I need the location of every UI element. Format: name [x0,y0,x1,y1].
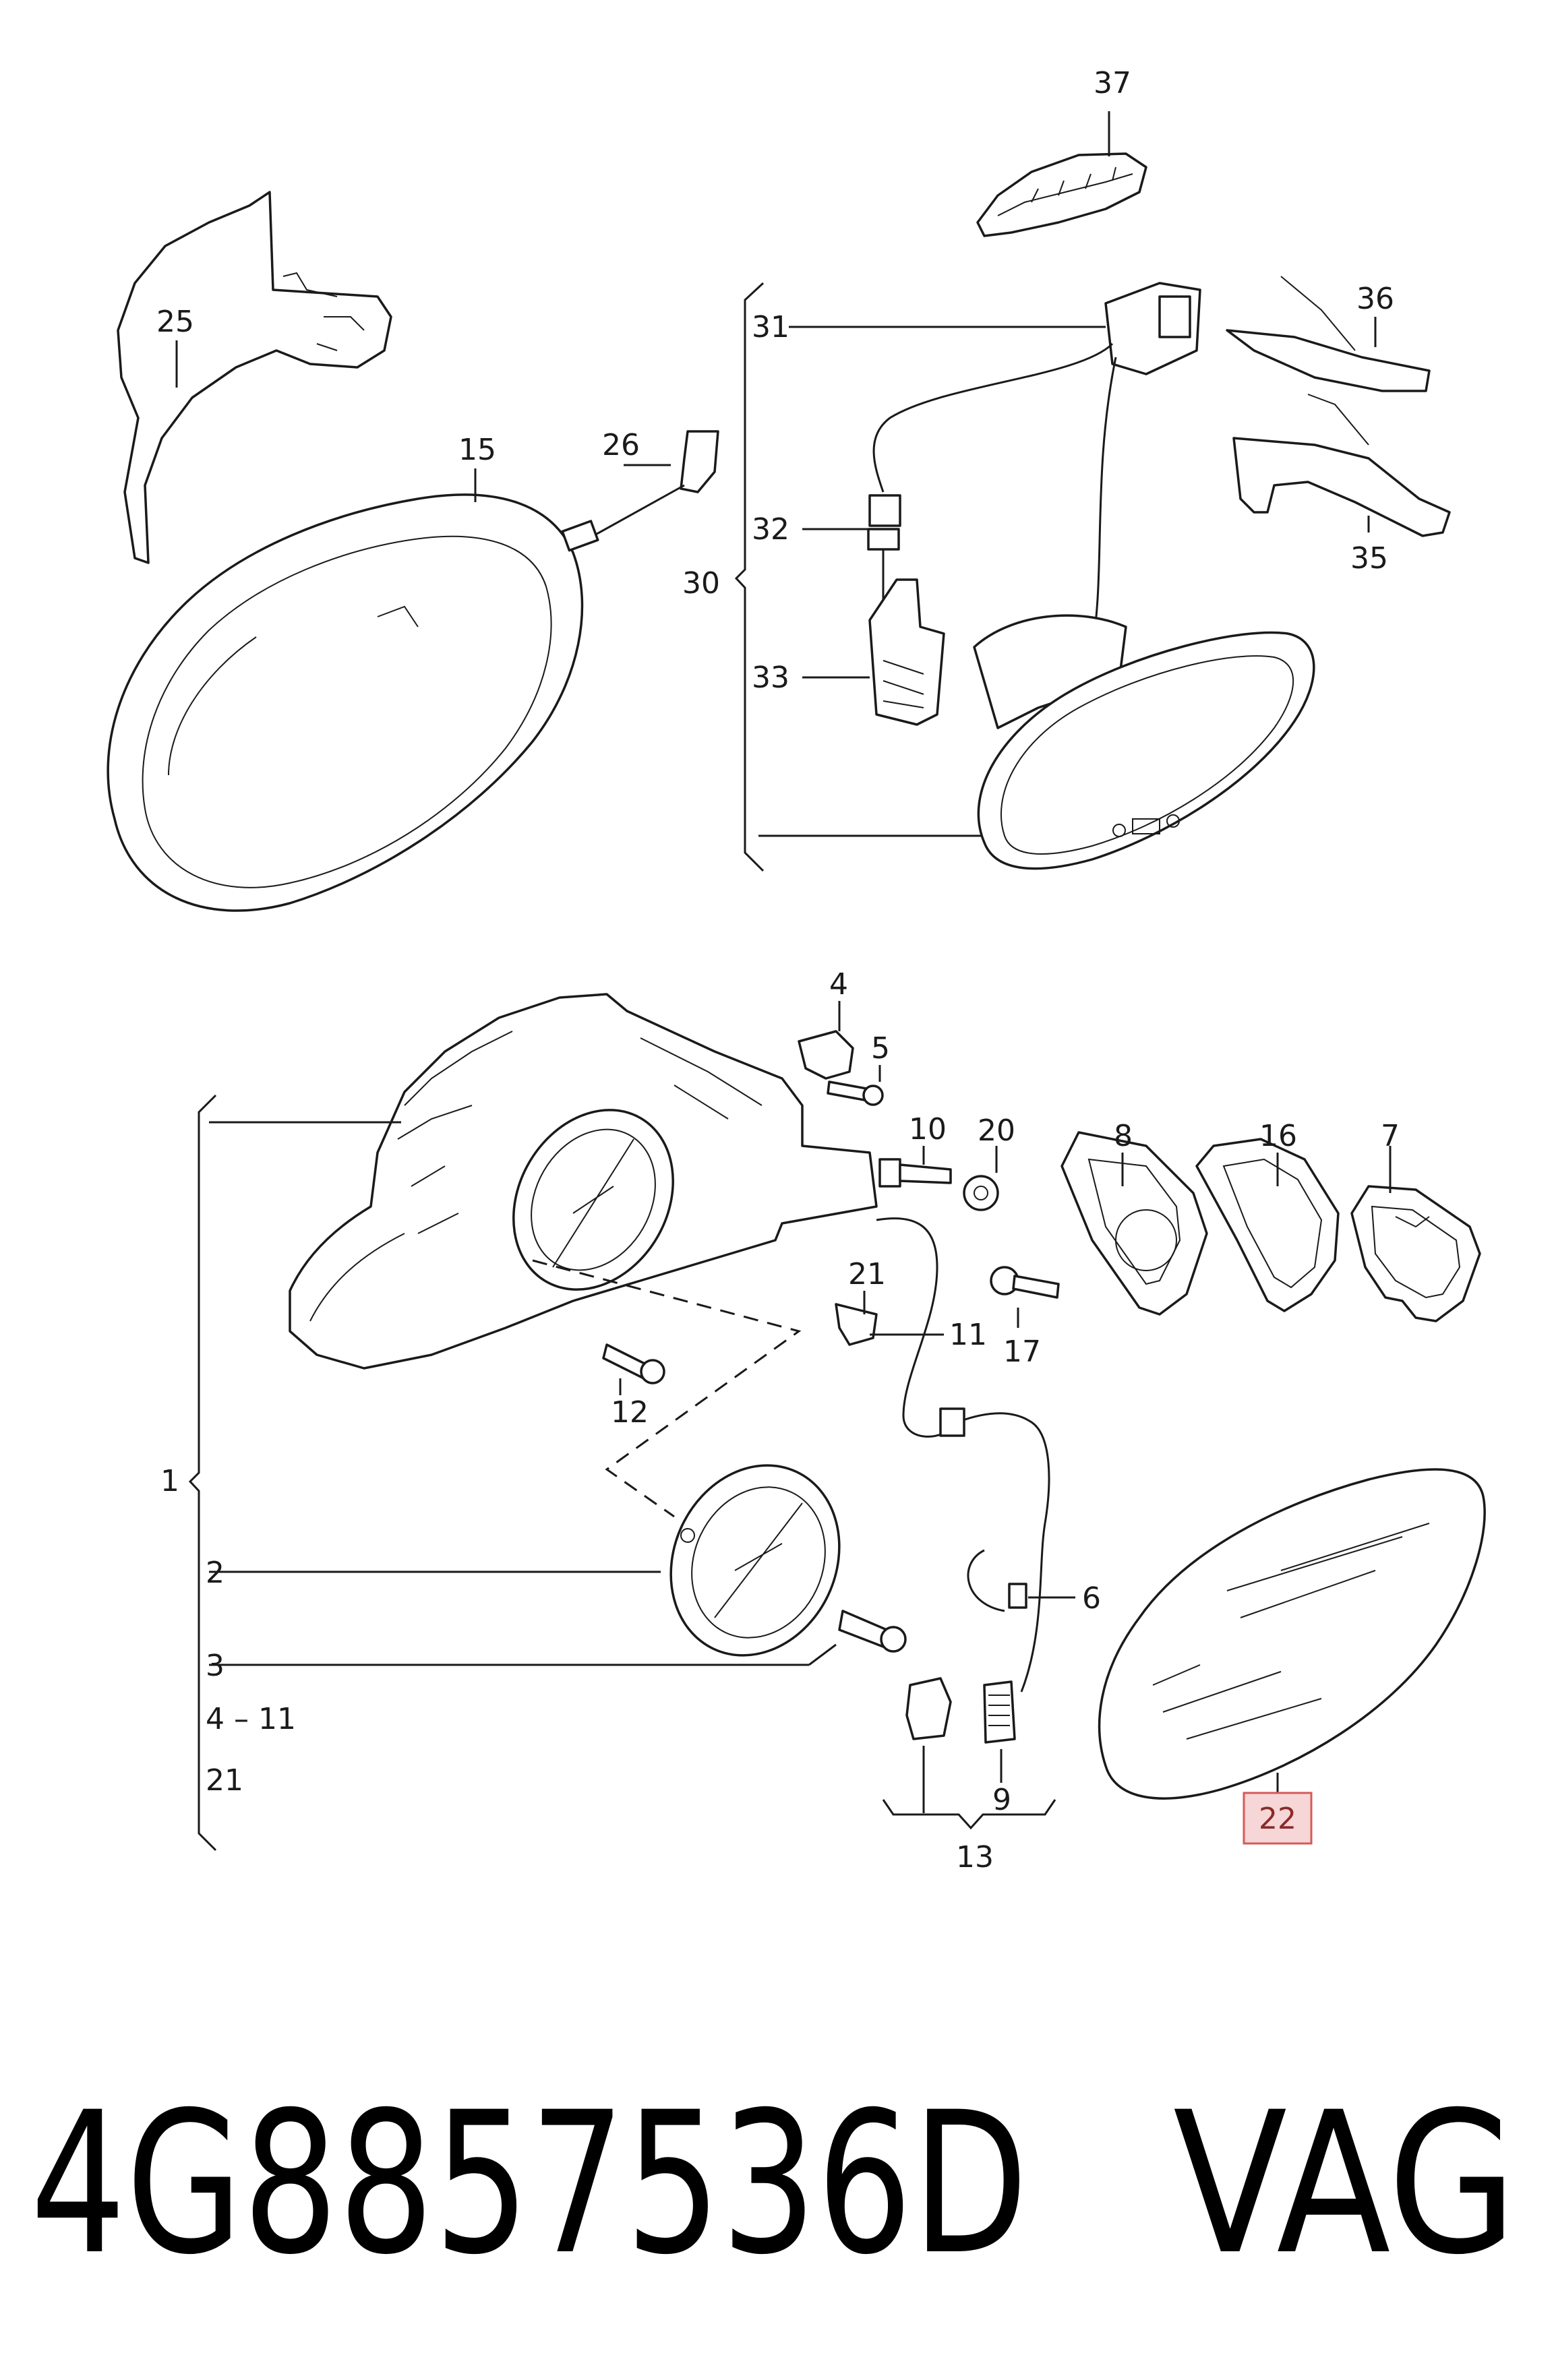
part-11-wiring-harness [870,1217,1050,1692]
label-33: 33 [752,661,789,695]
part-17-screw [990,1266,1060,1328]
label-4: 4 [829,967,848,1002]
part-20-nut [963,1146,999,1211]
part-15-cover-cap [107,468,584,912]
part-number: 4G8857536D [30,2071,1028,2298]
label-16: 16 [1259,1119,1297,1153]
label-8: 8 [1114,1119,1133,1153]
group-1-bracket [188,1094,217,1852]
part-22-mirror-glass [1098,1468,1486,1800]
label-15: 15 [458,433,496,467]
part-9-plug [983,1680,1016,1783]
label-35: 35 [1350,541,1388,576]
brand-name: VAG [1173,2071,1517,2298]
label-22: 22 [1259,1802,1296,1836]
part-16-seal [1195,1138,1340,1312]
part-35-housing [1232,394,1451,537]
part-7-indicator-frame [1350,1146,1481,1322]
label-32: 32 [752,512,789,547]
part-26-cable [561,430,719,552]
part-37-clip [976,111,1147,237]
label-26: 26 [602,428,640,462]
part-2-adjusting-unit [209,1464,841,1657]
part-10-bolt [878,1146,952,1188]
label-30: 30 [682,566,720,601]
label-2: 2 [206,1556,225,1590]
label-20: 20 [978,1113,1015,1148]
highlight-box-22 [1243,1792,1313,1845]
label-9: 9 [992,1783,1011,1817]
label-range-4-11: 4 – 11 [206,1702,296,1736]
label-21-lower: 21 [206,1763,243,1798]
part-4-clip [798,1001,854,1080]
label-11: 11 [949,1318,987,1352]
part-6-connector [1008,1583,1075,1609]
label-3: 3 [206,1649,225,1683]
label-37: 37 [1094,66,1131,100]
label-6: 6 [1082,1581,1101,1616]
part-30-mirror-assembly [973,614,1315,870]
group-30-bracket [734,282,981,872]
footer: 4G8857536D VAG [30,2071,1517,2298]
part-12-screw [602,1343,665,1395]
part-25-bracket [117,191,392,564]
part-3-screw [209,1610,907,1666]
part-36-strip [1226,276,1431,392]
label-21-upper: 21 [848,1257,886,1291]
label-12: 12 [611,1395,649,1430]
label-17: 17 [1003,1335,1041,1369]
label-31: 31 [752,310,789,344]
part-32-plug [802,494,901,600]
callout-labels: 37 25 15 26 36 35 31 32 30 33 4 5 10 20 … [156,66,1400,1874]
part-31-connector [789,282,1201,648]
part-1-mirror-housing [209,993,878,1370]
label-7: 7 [1381,1119,1400,1153]
part-8-glass-frame [1060,1131,1208,1316]
label-1: 1 [160,1464,179,1498]
label-25: 25 [156,305,194,339]
label-10: 10 [909,1112,947,1147]
group-13-bracket [882,1799,1056,1830]
label-5: 5 [871,1031,890,1066]
part-13-plug-housing [905,1677,952,1813]
explode-dashed-line [532,1259,802,1518]
part-5-screw [827,1065,884,1106]
part-33-module [802,578,945,726]
label-13: 13 [956,1840,994,1874]
label-36: 36 [1356,282,1394,316]
part-21-clip [835,1291,878,1346]
